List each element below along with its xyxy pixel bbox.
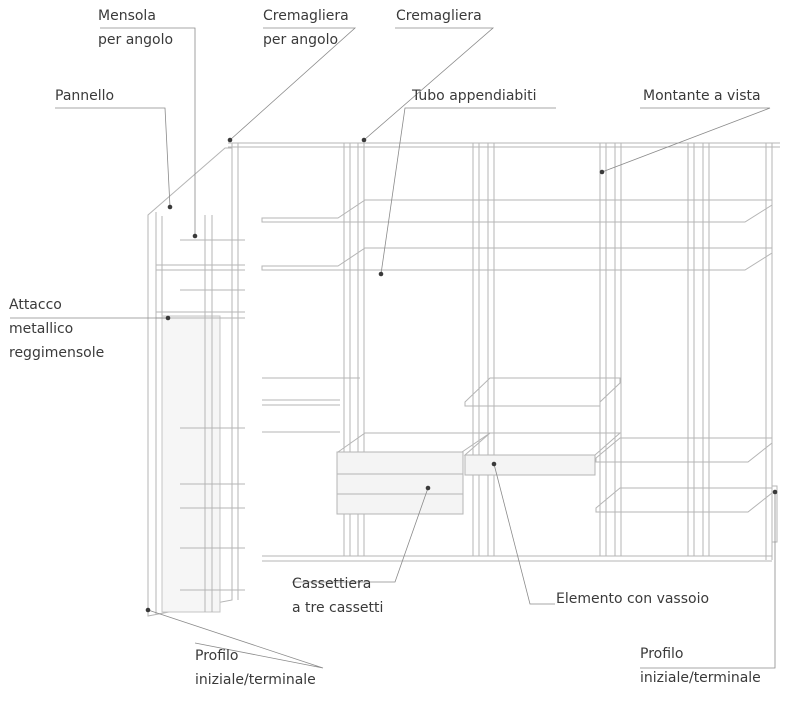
- label-line: per angolo: [98, 32, 174, 48]
- label-line: metallico: [9, 321, 74, 337]
- label-mensola-per-angolo: Mensola per angolo: [98, 4, 173, 52]
- leader-lines: [10, 27, 776, 669]
- label-profilo-left: Profilo iniziale/terminale: [195, 644, 316, 692]
- dot-cremagliera: [361, 137, 367, 143]
- dot-pannello: [167, 204, 173, 210]
- label-line: iniziale/terminale: [640, 670, 761, 686]
- label-elemento-con-vassoio: Elemento con vassoio: [556, 587, 709, 611]
- label-line: per angolo: [263, 32, 339, 48]
- label-cremagliera: Cremagliera: [396, 4, 482, 28]
- label-line: Profilo: [195, 648, 239, 664]
- dot-cassettiera: [425, 485, 431, 491]
- label-cremagliera-per-angolo: Cremagliera per angolo: [263, 4, 349, 52]
- dot-elemento: [491, 461, 497, 467]
- dot-tubo: [378, 271, 384, 277]
- label-line: Profilo: [640, 646, 684, 662]
- wardrobe-drawing: [147, 142, 780, 617]
- label-line: Cremagliera: [263, 8, 349, 24]
- label-line: Pannello: [55, 88, 115, 104]
- label-line: Attacco: [9, 297, 62, 313]
- label-line: a tre cassetti: [292, 600, 384, 616]
- label-line: Mensola: [98, 8, 156, 24]
- label-line: reggimensole: [9, 345, 105, 361]
- label-cassettiera: Cassettiera a tre cassetti: [292, 572, 383, 620]
- leader-dots: [145, 137, 778, 613]
- dot-cremagliera-angolo: [227, 137, 233, 143]
- dot-attacco: [165, 315, 171, 321]
- label-line: iniziale/terminale: [195, 672, 316, 688]
- label-line: Montante a vista: [643, 88, 761, 104]
- dot-mensola: [192, 233, 198, 239]
- label-attacco-metallico: Attacco metallico reggimensole: [9, 293, 104, 365]
- dot-profilo-left: [145, 607, 151, 613]
- label-montante-a-vista: Montante a vista: [643, 84, 761, 108]
- dot-profilo-right: [772, 489, 778, 495]
- label-line: Tubo appendiabiti: [412, 88, 537, 104]
- label-line: Cremagliera: [396, 8, 482, 24]
- dot-montante: [599, 169, 605, 175]
- label-line: Cassettiera: [292, 576, 372, 592]
- label-tubo-appendiabiti: Tubo appendiabiti: [412, 84, 537, 108]
- label-line: Elemento con vassoio: [556, 591, 710, 607]
- label-pannello: Pannello: [55, 84, 114, 108]
- label-profilo-right: Profilo iniziale/terminale: [640, 642, 761, 690]
